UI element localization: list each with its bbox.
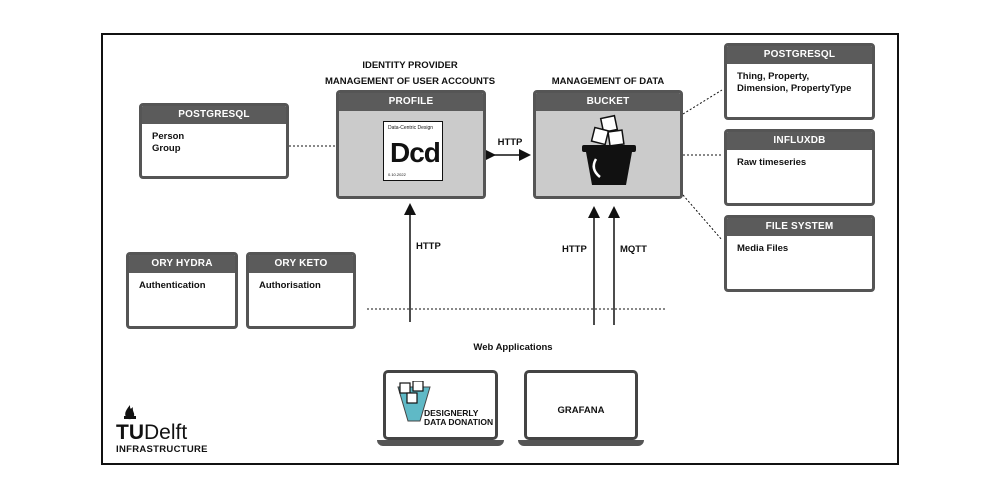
postgres-things-box: POSTGRESQL Thing, Property, Dimension, P… [724,43,875,120]
postgres-users-line: Group [152,143,181,154]
link-bucket-postgres [682,89,723,115]
profile-http-label: HTTP [416,241,441,252]
laptop-base [518,440,644,446]
dcd-logo: Data-Centric Design Dcd 0.10.2022 [383,121,443,181]
ory-hydra-title: ORY HYDRA [129,255,235,273]
grafana-label: GRAFANA [557,405,605,416]
bucket-icon [582,114,636,185]
management-of-data-heading: MANAGEMENT OF DATA [551,76,665,87]
ory-keto-box: ORY KETO Authorisation [246,252,356,329]
identity-provider-heading: IDENTITY PROVIDER [362,60,458,71]
logo-delft: Delft [144,421,188,444]
logo-infrastructure: INFRASTRUCTURE [116,444,208,455]
ory-keto-title: ORY KETO [249,255,353,273]
flame-icon [124,405,136,420]
file-system-title: FILE SYSTEM [727,218,872,236]
web-applications-label: Web Applications [473,342,553,353]
laptop-base [377,440,504,446]
dcd-logo-subtitle: Data-Centric Design [388,125,434,131]
postgres-things-line: Dimension, PropertyType [737,83,852,94]
influxdb-title: INFLUXDB [727,132,872,150]
data-donation-logo-icon [397,381,431,422]
profile-title: PROFILE [339,93,483,111]
file-system-box: FILE SYSTEM Media Files [724,215,875,292]
influxdb-line: Raw timeseries [737,157,807,168]
influxdb-box: INFLUXDB Raw timeseries [724,129,875,206]
file-system-line: Media Files [737,243,789,254]
laptop-screen: DESIGNERLY DATA DONATION [383,370,498,440]
user-accounts-heading: MANAGEMENT OF USER ACCOUNTS [324,76,496,87]
diagram-frame [101,33,899,465]
link-bucket-filesystem [682,194,723,241]
ory-hydra-box: ORY HYDRA Authentication [126,252,238,329]
bucket-http-label: HTTP [562,244,587,255]
data-donation-title-1: DESIGNERLY [424,408,479,418]
bucket-title: BUCKET [536,93,680,111]
postgres-users-title: POSTGRESQL [142,106,286,124]
tu-delft-logo: TUDelft [116,422,187,443]
postgres-things-title: POSTGRESQL [727,46,872,64]
bucket-box: BUCKET [533,90,683,199]
dcd-logo-version: 0.10.2022 [388,172,406,177]
dcd-logo-mark: Dcd [390,137,441,168]
postgres-things-line: Thing, Property, [737,71,810,82]
profile-bucket-http-label: HTTP [497,137,523,148]
profile-box: PROFILE Data-Centric Design Dcd 0.10.202… [336,90,486,199]
postgres-users-line: Person [152,131,185,142]
ory-hydra-line: Authentication [139,280,206,291]
ory-keto-line: Authorisation [259,280,321,291]
logo-tu: TU [116,421,144,444]
bucket-mqtt-label: MQTT [620,244,647,255]
laptop-screen: GRAFANA [524,370,638,440]
data-donation-title-2: DATA DONATION [424,417,494,427]
postgres-users-box: POSTGRESQL Person Group [139,103,289,179]
